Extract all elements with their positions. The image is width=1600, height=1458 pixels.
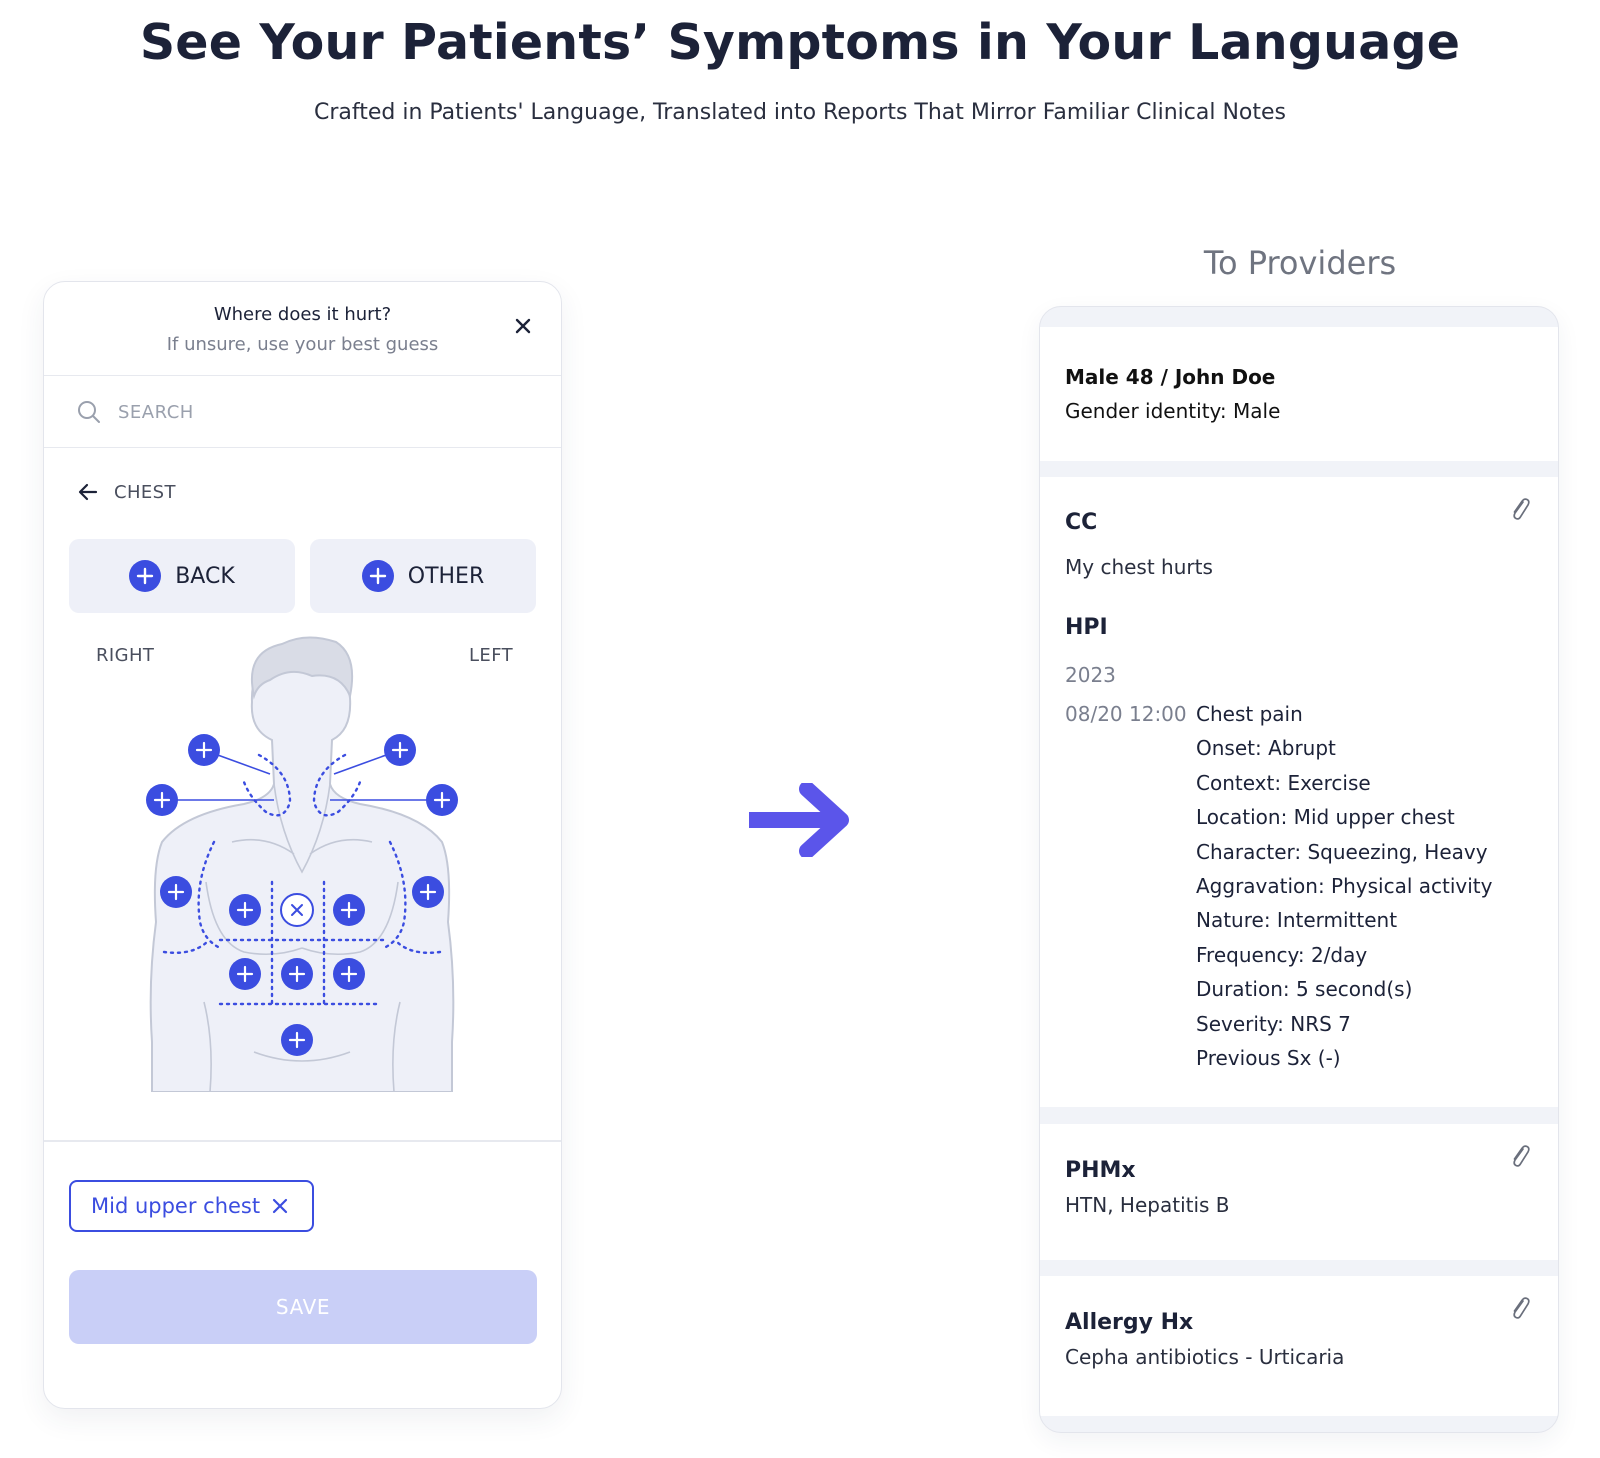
breadcrumb-chest[interactable]: CHEST <box>76 478 176 506</box>
page-title: See Your Patients’ Symptoms in Your Lang… <box>139 14 1461 71</box>
hpi-item: Onset: Abrupt <box>1196 736 1336 761</box>
back-area-button[interactable]: BACK <box>69 539 295 613</box>
plus-circle-icon[interactable] <box>410 874 446 910</box>
close-icon[interactable] <box>511 314 535 338</box>
hpi-item: Character: Squeezing, Heavy <box>1196 839 1488 864</box>
plus-circle-icon[interactable] <box>382 732 418 768</box>
hpi-title: HPI <box>1065 615 1108 640</box>
search-bar <box>44 376 561 448</box>
hpi-item: Previous Sx (-) <box>1196 1045 1341 1070</box>
plus-circle-icon[interactable] <box>227 892 263 928</box>
plus-circle-icon[interactable] <box>186 732 222 768</box>
breadcrumb-label: CHEST <box>114 481 176 503</box>
search-icon <box>78 401 100 423</box>
plus-circle-icon[interactable] <box>331 956 367 992</box>
divider <box>44 1140 561 1142</box>
remove-circle-icon[interactable] <box>280 893 314 927</box>
hpi-item: Aggravation: Physical activity <box>1196 873 1493 898</box>
patient-name: Male 48 / John Doe <box>1065 365 1276 389</box>
page-subtitle: Crafted in Patients' Language, Translate… <box>313 100 1286 125</box>
hpi-item: Context: Exercise <box>1196 770 1371 795</box>
muscle-lines <box>203 783 401 1092</box>
hpi-item: Frequency: 2/day <box>1196 942 1368 967</box>
selected-region-label: Mid upper chest <box>91 1194 261 1218</box>
report-heading: To Providers <box>1203 244 1397 282</box>
save-button[interactable]: SAVE <box>69 1270 537 1344</box>
plus-circle-icon <box>361 560 394 592</box>
right-arrow-icon <box>749 783 849 857</box>
other-area-label: OTHER <box>407 563 485 589</box>
plus-circle-icon[interactable] <box>144 782 180 818</box>
hpi-item: Severity: NRS 7 <box>1196 1011 1351 1036</box>
allergy-title: Allergy Hx <box>1065 1310 1194 1335</box>
left-side-label: LEFT <box>469 645 514 666</box>
plus-circle-icon[interactable] <box>227 956 263 992</box>
cc-hpi-section: CC My chest hurts HPI 2023 08/20 12:00 C… <box>1040 477 1558 1107</box>
hpi-item: Nature: Intermittent <box>1196 908 1398 933</box>
plus-circle-icon[interactable] <box>424 782 460 818</box>
hpi-item: Chest pain <box>1196 702 1303 726</box>
right-side-label: RIGHT <box>96 645 155 666</box>
hpi-item: Location: Mid upper chest <box>1196 805 1455 830</box>
patient-section: Male 48 / John Doe Gender identity: Male <box>1040 327 1558 461</box>
phmx-text: HTN, Hepatitis B <box>1065 1193 1230 1217</box>
paperclip-icon[interactable] <box>1508 497 1532 523</box>
hpi-item: Duration: 5 second(s) <box>1196 977 1413 1002</box>
paperclip-icon[interactable] <box>1508 1296 1532 1322</box>
body-map-illustration <box>144 636 460 1092</box>
arrow-left-icon <box>78 483 98 501</box>
other-area-button[interactable]: OTHER <box>310 539 536 613</box>
chip-close-icon[interactable] <box>270 1196 290 1216</box>
search-input[interactable] <box>118 392 518 432</box>
hpi-year: 2023 <box>1065 663 1116 687</box>
phone-header: Where does it hurt? If unsure, use your … <box>44 282 561 376</box>
phmx-title: PHMx <box>1065 1158 1136 1183</box>
cc-title: CC <box>1065 510 1098 535</box>
allergy-text: Cepha antibiotics - Urticaria <box>1065 1345 1345 1369</box>
selected-region-chip: Mid upper chest <box>69 1180 314 1232</box>
phmx-section: PHMx HTN, Hepatitis B <box>1040 1124 1558 1260</box>
body-map-phone: Where does it hurt? If unsure, use your … <box>43 281 562 1409</box>
cc-text: My chest hurts <box>1065 555 1213 579</box>
provider-report: Male 48 / John Doe Gender identity: Male… <box>1039 306 1559 1433</box>
plus-circle-icon[interactable] <box>331 892 367 928</box>
patient-gender: Gender identity: Male <box>1065 399 1281 423</box>
plus-circle-icon[interactable] <box>279 956 315 992</box>
hpi-timestamp: 08/20 12:00 <box>1065 702 1187 726</box>
region-outlines <box>162 753 442 1006</box>
hpi-list: Chest pain Onset: Abrupt Context: Exerci… <box>1196 702 1492 1080</box>
where-hurt-question: Where does it hurt? <box>213 304 392 325</box>
where-hurt-hint: If unsure, use your best guess <box>166 334 439 355</box>
hair <box>250 636 354 700</box>
allergy-section: Allergy Hx Cepha antibiotics - Urticaria <box>1040 1276 1558 1416</box>
plus-circle-icon <box>129 560 162 592</box>
paperclip-icon[interactable] <box>1508 1144 1532 1170</box>
plus-circle-icon[interactable] <box>158 874 194 910</box>
back-area-label: BACK <box>175 563 235 589</box>
plus-circle-icon[interactable] <box>279 1022 315 1058</box>
